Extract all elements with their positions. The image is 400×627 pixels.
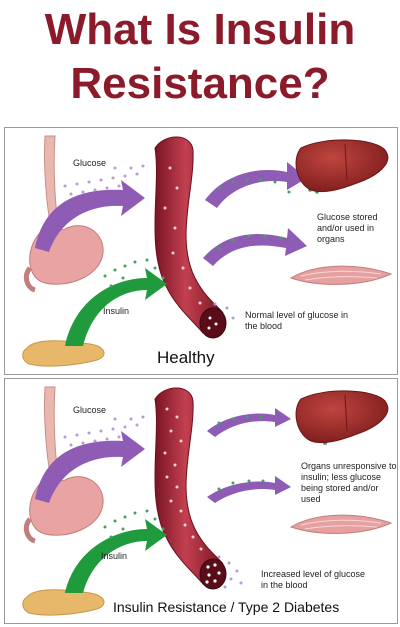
page-title-line-2: Resistance? [70, 59, 330, 108]
panel-caption: Insulin Resistance / Type 2 Diabetes [113, 599, 340, 615]
insulin-label: Insulin [101, 551, 128, 561]
blood-vessel-icon [154, 136, 224, 334]
liver-icon [295, 390, 389, 444]
muscle-icon [289, 265, 393, 285]
organs-label: Glucose stored and/or used in organs [317, 212, 378, 244]
organ-arrow-icon [205, 162, 307, 208]
page-title: What Is Insulin [44, 5, 356, 54]
glucose-arrow-icon [35, 180, 145, 252]
blood-level-label: Increased level of glucose in the blood [261, 569, 366, 590]
blood-level-label: Normal level of glucose in the blood [245, 310, 349, 331]
insulin-arrow-icon [65, 519, 167, 593]
liver-icon [295, 139, 389, 193]
pancreas-icon [22, 340, 105, 367]
healthy-panel: Glucose Insulin Glucose stored and/or us… [4, 127, 398, 375]
glucose-dots [63, 415, 243, 589]
glucose-arrow-icon [35, 431, 145, 503]
insulin-resistance-diagram [22, 386, 393, 616]
panel-caption: Healthy [157, 348, 215, 367]
healthy-diagram [22, 135, 393, 367]
glucose-label: Glucose [73, 158, 107, 168]
organ-arrow-icon [207, 408, 291, 437]
organ-arrow-icon [207, 476, 291, 503]
organs-label: Organs unresponsive to insulin; less glu… [301, 461, 397, 504]
blood-vessel-icon [154, 387, 224, 585]
vessel-glucose-particles [163, 166, 202, 305]
pancreas-icon [22, 589, 105, 616]
vessel-glucose-particles [163, 407, 203, 551]
muscle-icon [289, 514, 393, 534]
glucose-label: Glucose [73, 405, 107, 415]
glucose-dots [63, 164, 235, 320]
insulin-resistance-panel: Glucose Insulin Organs unresponsive to i… [4, 378, 398, 624]
insulin-label: Insulin [103, 306, 130, 316]
insulin-arrow-icon [65, 268, 167, 346]
insulin-dots [103, 415, 327, 539]
